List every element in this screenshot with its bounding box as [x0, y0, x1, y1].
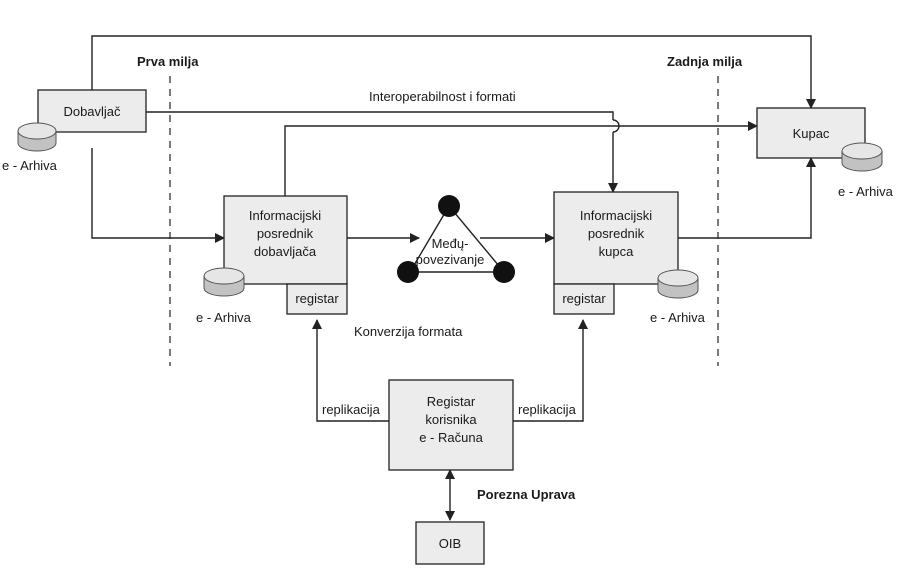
oib-box: [415, 521, 485, 565]
customer-archive-icon: [841, 142, 883, 172]
user-registry-box: [388, 379, 514, 471]
interconnect-triangle: [408, 204, 506, 273]
supplier-to-supplier-broker-link: [91, 148, 225, 243]
replication-left-label: replikacija: [322, 402, 381, 417]
supplier-broker-archive-label: e - Arhiva: [196, 310, 252, 325]
supplier-archive-label: e - Arhiva: [2, 158, 58, 173]
customer-registry-tag: [553, 283, 615, 315]
supplier-broker-archive-icon: [203, 267, 245, 297]
customer-broker-label-line3: kupca: [599, 244, 634, 259]
supplier-box: [37, 89, 147, 133]
user-registry-label-line2: korisnika: [425, 412, 477, 427]
tax-admin-label: Porezna Uprava: [477, 487, 576, 502]
supplier-broker-box: [223, 195, 348, 285]
interconnect-node-left: [397, 261, 419, 283]
format-conversion-label: Konverzija formata: [354, 324, 463, 339]
customer-archive-label: e - Arhiva: [838, 184, 894, 199]
supplier-archive-icon: [17, 122, 57, 152]
replication-left-link: [312, 319, 389, 422]
interconnect-label-line1: Međų-: [432, 236, 469, 251]
interop-label: Interoperabilnost i formati: [369, 89, 516, 104]
supplier-registry-tag: [286, 283, 348, 315]
interconnect-node-right: [493, 261, 515, 283]
customer-broker-archive-icon: [657, 269, 699, 299]
customer-broker-label-line1: Informacijski: [580, 208, 652, 223]
user-registry-label-line1: Registar: [427, 394, 476, 409]
customer-registry-tag-label: registar: [562, 291, 606, 306]
customer-broker-box: [553, 191, 679, 285]
first-mile-label: Prva milja: [137, 54, 199, 69]
interconnect-node-top: [438, 195, 460, 217]
interop-link: [146, 111, 613, 192]
customer-broker-label-line2: posrednik: [588, 226, 645, 241]
supplier-broker-label-line2: posrednik: [257, 226, 314, 241]
replication-right-link: [513, 319, 588, 422]
last-mile-label: Zadnja milja: [667, 54, 743, 69]
interconnect-label-line2: povezivanje: [416, 252, 485, 267]
supplier-broker-label-line1: Informacijski: [249, 208, 321, 223]
supplier-broker-to-customer-link: [284, 121, 758, 196]
supplier-label: Dobavljač: [63, 104, 121, 119]
supplier-registry-tag-label: registar: [295, 291, 339, 306]
supplier-to-customer-top-link: [91, 35, 816, 109]
customer-broker-to-customer-link: [678, 157, 816, 239]
user-registry-label-line3: e - Računa: [419, 430, 483, 445]
customer-broker-archive-label: e - Arhiva: [650, 310, 706, 325]
supplier-broker-label-line3: dobavljača: [254, 244, 317, 259]
replication-right-label: replikacija: [518, 402, 577, 417]
oib-label: OIB: [439, 536, 461, 551]
customer-label: Kupac: [793, 126, 830, 141]
